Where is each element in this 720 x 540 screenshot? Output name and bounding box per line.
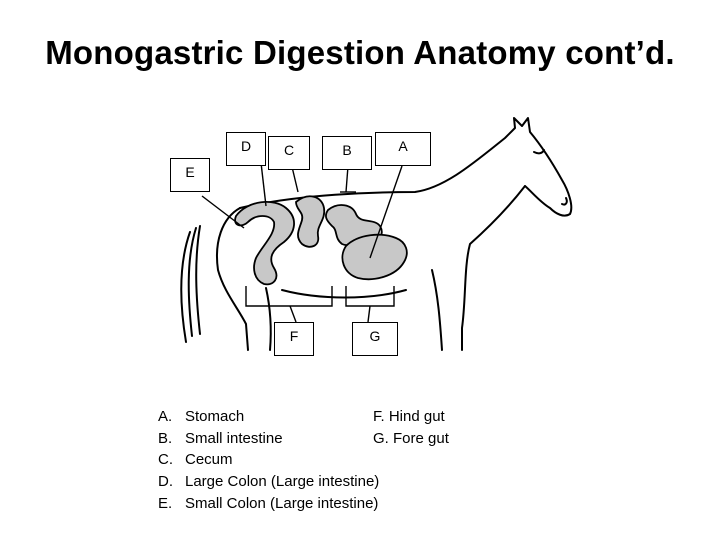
legend-row-d: D. Large Colon (Large intestine) [158,471,449,493]
label-box-d: D [226,132,266,166]
legend-text: Stomach [185,406,373,428]
label-box-f: F [274,322,314,356]
legend-row-e: E. Small Colon (Large intestine) [158,493,449,515]
legend-text: Large Colon (Large intestine) [185,471,373,493]
label-box-c: C [268,136,310,170]
horse-digestive-diagram: D C B A E F G [170,110,590,380]
legend-letter: A. [158,406,185,428]
legend-letter: E. [158,493,185,515]
legend-row-a: A. Stomach F. Hind gut [158,406,449,428]
label-box-g: G [352,322,398,356]
legend-text: Cecum [185,449,373,471]
legend-row-c: C. Cecum [158,449,449,471]
legend-letter: D. [158,471,185,493]
legend-letter: C. [158,449,185,471]
legend-row-b: B. Small intestine G. Fore gut [158,428,449,450]
slide-title: Monogastric Digestion Anatomy cont’d. [0,34,720,72]
label-box-e: E [170,158,210,192]
label-box-b: B [322,136,372,170]
legend-text: Small intestine [185,428,373,450]
legend-letter: B. [158,428,185,450]
legend-text: Small Colon (Large intestine) [185,493,373,515]
legend: A. Stomach F. Hind gut B. Small intestin… [158,406,449,515]
legend-extra: G. Fore gut [373,428,449,450]
label-box-a: A [375,132,431,166]
legend-extra: F. Hind gut [373,406,445,428]
